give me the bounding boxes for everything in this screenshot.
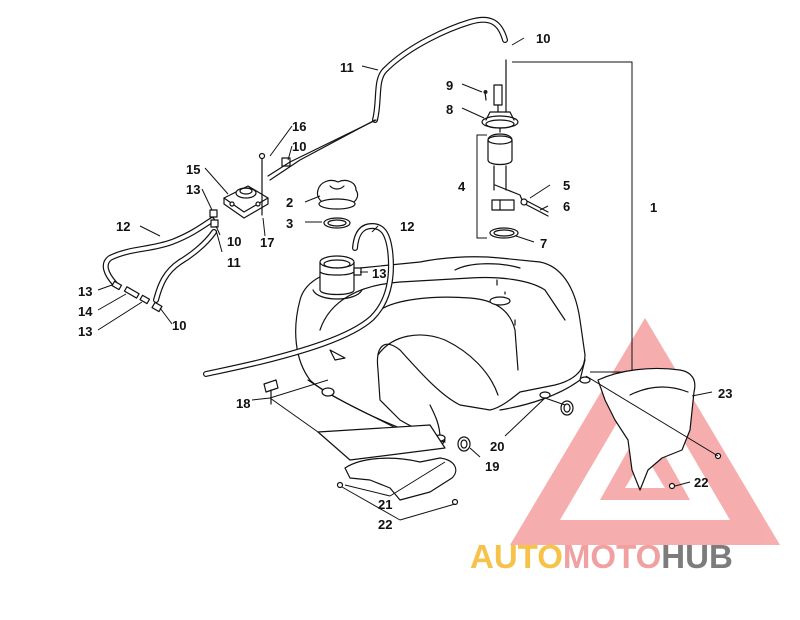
callout-13-valve: 13 — [186, 182, 200, 197]
bracket-1 — [512, 61, 633, 373]
callout-1: 1 — [650, 200, 657, 215]
callout-10-mid: 10 — [227, 234, 241, 249]
callout-8: 8 — [446, 102, 453, 117]
callout-6: 6 — [563, 199, 570, 214]
filler-neck — [312, 255, 363, 300]
callout-17: 17 — [260, 235, 274, 250]
callout-14: 14 — [78, 304, 93, 319]
fuel-cap — [316, 179, 359, 210]
grommet-19 — [457, 436, 471, 452]
callout-15: 15 — [186, 162, 200, 177]
callout-3: 3 — [286, 216, 293, 231]
screw-22-left — [336, 481, 344, 489]
fuel-pump-assembly — [481, 59, 523, 211]
callout-12-right: 12 — [400, 219, 414, 234]
callout-10-top: 10 — [536, 31, 550, 46]
callout-20: 20 — [490, 439, 504, 454]
callout-22-low: 22 — [378, 517, 392, 532]
callout-5: 5 — [563, 178, 570, 193]
callout-13-filler: 13 — [372, 266, 386, 281]
watermark-logo-text: AUTOMOTOHUB — [470, 538, 800, 578]
callout-12-left: 12 — [116, 219, 130, 234]
watermark-auto: AUTO — [470, 538, 563, 575]
callout-11-low: 11 — [227, 255, 241, 270]
hose-fittings — [111, 209, 219, 313]
callout-22-shield: 22 — [694, 475, 708, 490]
grommet-20 — [560, 400, 574, 416]
leader-lines — [97, 37, 719, 521]
watermark-hub: HUB — [661, 538, 733, 575]
callout-labels: 1 2 3 4 5 6 7 8 9 10 10 10 10 11 11 12 1… — [78, 31, 732, 532]
callout-4: 4 — [458, 179, 466, 194]
callout-9: 9 — [446, 78, 453, 93]
callout-10-valve: 10 — [292, 139, 306, 154]
callout-16: 16 — [292, 119, 306, 134]
bracket-4 — [476, 134, 487, 239]
vent-valve — [223, 185, 269, 219]
vent-hose-11 — [269, 16, 508, 181]
callout-23: 23 — [718, 386, 732, 401]
heat-shield-23 — [597, 367, 696, 491]
pump-o-ring — [489, 227, 519, 239]
callout-11-top: 11 — [340, 60, 354, 75]
screw-18 — [263, 379, 279, 405]
hose-12-left — [102, 217, 217, 303]
valve-screw — [258, 152, 266, 216]
callout-2: 2 — [286, 195, 293, 210]
callout-19: 19 — [485, 459, 499, 474]
callout-13-left-bot: 13 — [78, 324, 92, 339]
callout-7: 7 — [540, 236, 547, 251]
hose-11-thin — [267, 119, 377, 177]
pump-screw — [520, 198, 549, 217]
screw-22-right — [451, 498, 459, 506]
callout-18: 18 — [236, 396, 250, 411]
callout-13-left-top: 13 — [78, 284, 92, 299]
cap-gasket — [323, 217, 351, 229]
callout-10-low: 10 — [172, 318, 186, 333]
hose-12-right — [203, 223, 395, 377]
lower-shield-21 — [317, 424, 457, 501]
pump-gasket — [485, 119, 515, 129]
callout-21: 21 — [378, 497, 392, 512]
watermark-moto: MOTO — [562, 538, 662, 575]
clamp-13-filler — [353, 267, 362, 276]
